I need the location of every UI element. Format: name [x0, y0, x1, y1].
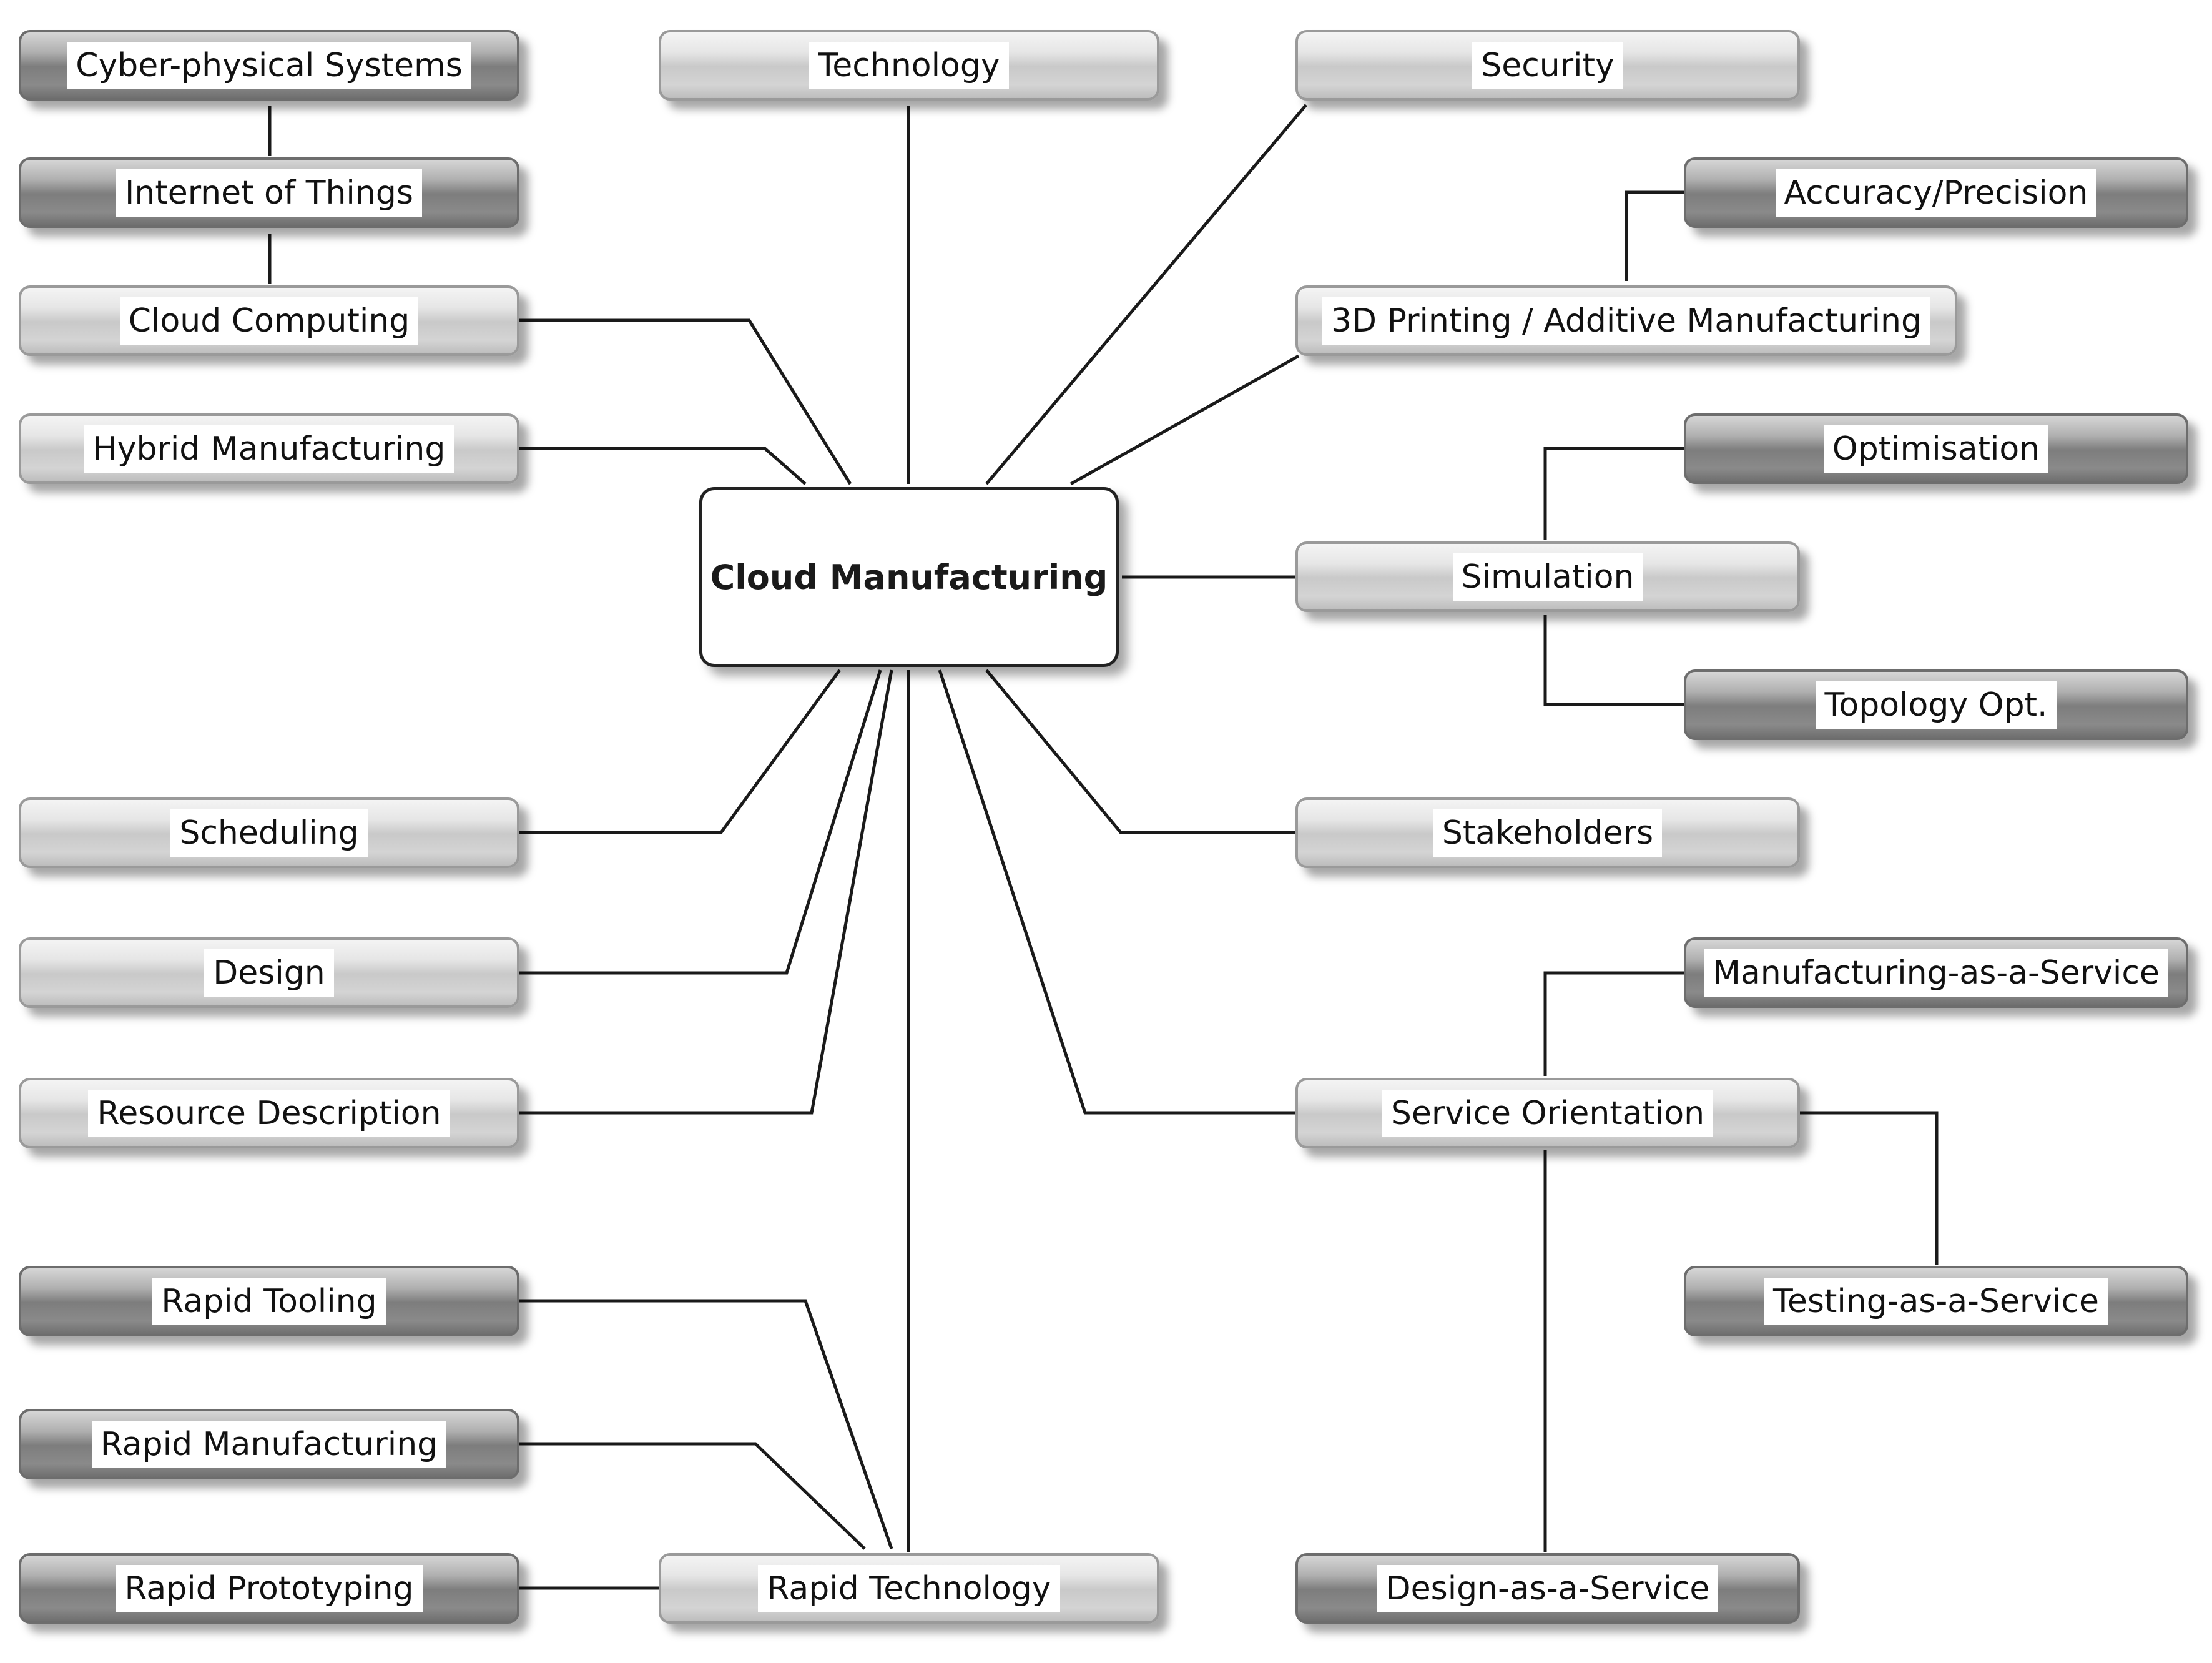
node-label: Rapid Manufacturing	[91, 1420, 447, 1468]
node-3d-printing[interactable]: 3D Printing / Additive Manufacturing	[1295, 285, 1957, 356]
node-manufacturing-as-a-service[interactable]: Manufacturing-as-a-Service	[1684, 937, 2188, 1008]
connector-maas-service-orientation	[1543, 971, 1686, 1076]
node-label: Resource Description	[88, 1089, 450, 1137]
node-stakeholders[interactable]: Stakeholders	[1295, 797, 1800, 868]
node-topology-opt[interactable]: Topology Opt.	[1684, 669, 2188, 740]
central-node-label: Cloud Manufacturing	[710, 557, 1108, 597]
node-rapid-technology[interactable]: Rapid Technology	[659, 1553, 1159, 1624]
node-label: Hybrid Manufacturing	[84, 425, 455, 473]
node-resource-description[interactable]: Resource Description	[19, 1078, 519, 1148]
node-label: Service Orientation	[1382, 1089, 1714, 1137]
connector-stakeholders	[985, 669, 1299, 834]
node-label: Technology	[809, 41, 1009, 89]
connector-hybrid-manufacturing	[518, 447, 807, 485]
connector-3d-printing	[1069, 354, 1300, 486]
node-rapid-manufacturing[interactable]: Rapid Manufacturing	[19, 1409, 519, 1479]
node-security[interactable]: Security	[1295, 30, 1800, 101]
central-node[interactable]: Cloud Manufacturing	[699, 487, 1119, 667]
node-cloud-computing[interactable]: Cloud Computing	[19, 285, 519, 356]
node-scheduling[interactable]: Scheduling	[19, 797, 519, 868]
node-label: Internet of Things	[116, 169, 422, 217]
connector-resource-description	[518, 669, 893, 1115]
node-label: Rapid Tooling	[152, 1277, 386, 1325]
node-service-orientation[interactable]: Service Orientation	[1295, 1078, 1800, 1148]
node-label: Cyber-physical Systems	[67, 41, 471, 89]
connector-taas-service-orientation	[1798, 1111, 1939, 1265]
node-label: Security	[1472, 41, 1623, 89]
node-optimisation[interactable]: Optimisation	[1684, 413, 2188, 484]
node-label: Rapid Prototyping	[116, 1564, 423, 1612]
connector-security	[985, 104, 1307, 485]
node-design-as-a-service[interactable]: Design-as-a-Service	[1295, 1553, 1800, 1624]
node-label: Optimisation	[1823, 425, 2049, 473]
connector-scheduling	[518, 669, 842, 834]
connector-design	[518, 669, 882, 975]
connector-service-orientation	[938, 669, 1299, 1115]
node-rapid-tooling[interactable]: Rapid Tooling	[19, 1266, 519, 1336]
node-simulation[interactable]: Simulation	[1295, 541, 1800, 612]
node-label: Accuracy/Precision	[1775, 169, 2097, 217]
node-label: Cloud Computing	[119, 297, 419, 345]
connector-topology-simulation	[1543, 615, 1686, 706]
node-internet-of-things[interactable]: Internet of Things	[19, 157, 519, 228]
connector-cloud-computing	[518, 318, 852, 485]
node-label: Testing-as-a-Service	[1764, 1277, 2108, 1325]
node-label: Manufacturing-as-a-Service	[1704, 949, 2168, 997]
node-label: 3D Printing / Additive Manufacturing	[1322, 297, 1931, 345]
node-rapid-prototyping[interactable]: Rapid Prototyping	[19, 1553, 519, 1624]
node-label: Scheduling	[170, 809, 368, 857]
node-hybrid-manufacturing[interactable]: Hybrid Manufacturing	[19, 413, 519, 484]
node-testing-as-a-service[interactable]: Testing-as-a-Service	[1684, 1266, 2188, 1336]
node-accuracy-precision[interactable]: Accuracy/Precision	[1684, 157, 2188, 228]
node-cyber-physical-systems[interactable]: Cyber-physical Systems	[19, 30, 519, 101]
node-technology[interactable]: Technology	[659, 30, 1159, 101]
connector-rapid-tooling	[518, 1299, 893, 1549]
node-label: Topology Opt.	[1816, 681, 2057, 729]
node-label: Design	[204, 949, 334, 997]
connector-optimisation-simulation	[1543, 447, 1686, 540]
node-label: Simulation	[1452, 553, 1643, 601]
node-label: Stakeholders	[1433, 809, 1663, 857]
node-design[interactable]: Design	[19, 937, 519, 1008]
node-label: Rapid Technology	[758, 1564, 1060, 1612]
node-label: Design-as-a-Service	[1377, 1564, 1719, 1612]
connector-rapid-manufacturing	[518, 1442, 866, 1550]
connector-accuracy-3d-printing	[1625, 190, 1686, 281]
